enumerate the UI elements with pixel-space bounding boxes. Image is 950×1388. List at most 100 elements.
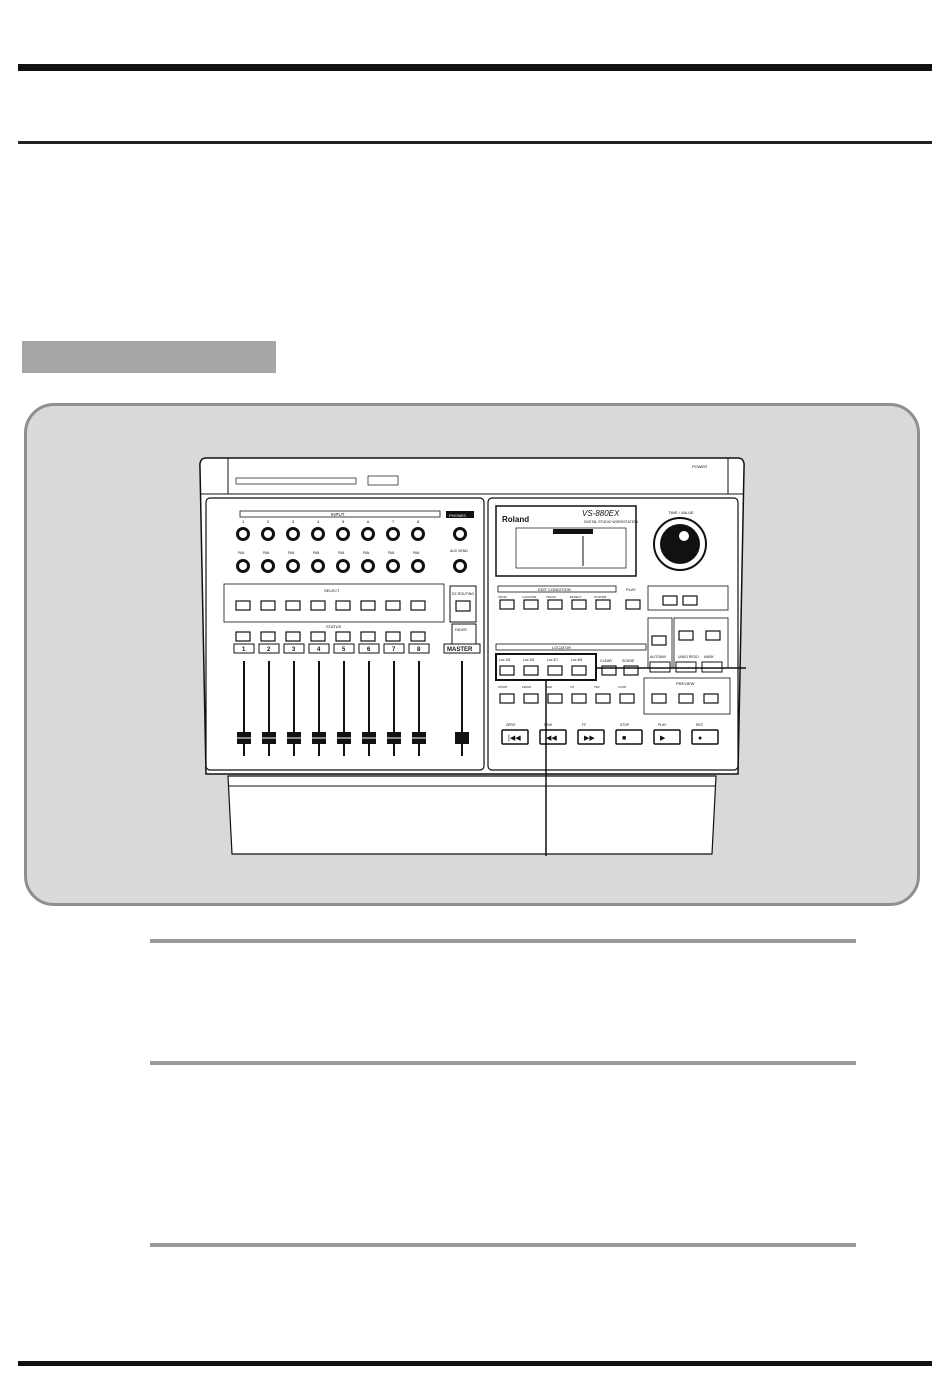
edit-row-button bbox=[595, 693, 611, 704]
transport-label: PLAY bbox=[658, 723, 667, 727]
channel-number: 8 bbox=[417, 647, 421, 653]
input-channel-number: 3 bbox=[292, 519, 295, 524]
edit-condition-key-label: LOCATOR bbox=[522, 595, 537, 599]
undo-redo-label: UNDO REDO bbox=[678, 655, 699, 659]
input-channel-number: 8 bbox=[417, 519, 420, 524]
select-button bbox=[335, 600, 351, 611]
transport-glyph: ◀◀ bbox=[546, 735, 557, 742]
edit-row-button bbox=[619, 693, 635, 704]
section-heading-bar bbox=[22, 341, 276, 373]
pan-label: PAN bbox=[238, 551, 245, 555]
pan-label: PAN bbox=[338, 551, 345, 555]
status-button bbox=[410, 631, 426, 642]
edit-condition-key-label: SONG bbox=[498, 595, 508, 599]
channel-number-box bbox=[233, 643, 255, 654]
channel-number: 3 bbox=[292, 647, 296, 653]
automix-label: AUTOMIX bbox=[650, 655, 667, 659]
channel-number: 4 bbox=[317, 647, 321, 653]
edit-condition-button bbox=[571, 599, 587, 610]
locator-button-label: Loc 1/5 bbox=[499, 658, 510, 662]
input-channel-number: 5 bbox=[342, 519, 345, 524]
gain-knob-cap bbox=[364, 530, 372, 538]
aux-send-label: AUX SEND bbox=[450, 549, 468, 553]
transport-glyph: ● bbox=[698, 735, 702, 742]
edit-condition-label: EDIT CONDITION bbox=[538, 587, 571, 592]
transport-label: FF bbox=[582, 723, 586, 727]
select-button bbox=[410, 600, 426, 611]
ez-routing-label: EZ ROUTING bbox=[452, 592, 474, 596]
edit-row-button bbox=[571, 693, 587, 704]
brand-label: Roland bbox=[502, 515, 529, 524]
phones-label: PHONES bbox=[449, 513, 466, 518]
locator-button-label: Loc 3/7 bbox=[547, 658, 558, 662]
status-button bbox=[360, 631, 376, 642]
pan-label: PAN bbox=[363, 551, 370, 555]
gain-knob-cap bbox=[264, 530, 272, 538]
channel-number-box bbox=[333, 643, 355, 654]
channel-number: 7 bbox=[392, 647, 396, 653]
play-display-button bbox=[625, 599, 641, 610]
edit-condition-button bbox=[523, 599, 539, 610]
status-button bbox=[235, 631, 251, 642]
locator-button bbox=[547, 665, 563, 676]
channel-number-box bbox=[358, 643, 380, 654]
select-button bbox=[285, 600, 301, 611]
select-button bbox=[360, 600, 376, 611]
pan-label: PAN bbox=[313, 551, 320, 555]
edit-row-button bbox=[499, 693, 515, 704]
select-button bbox=[385, 600, 401, 611]
power-label: POWER bbox=[692, 464, 707, 469]
time-value-label: TIME / VALUE bbox=[668, 510, 694, 515]
transport-button bbox=[615, 729, 643, 745]
channel-number-box bbox=[258, 643, 280, 654]
clear-label: CLEAR bbox=[600, 659, 612, 663]
pan-label: PAN bbox=[413, 551, 420, 555]
edit-row-label: END bbox=[546, 685, 553, 689]
phones-knob-cap bbox=[456, 530, 464, 538]
transport-button bbox=[653, 729, 681, 745]
pan-knob-cap bbox=[339, 562, 347, 570]
gain-knob-cap bbox=[289, 530, 297, 538]
edit-condition-key-label: EFFECT bbox=[570, 595, 582, 599]
pan-knob-cap bbox=[264, 562, 272, 570]
pan-knob-cap bbox=[314, 562, 322, 570]
channel-number: 5 bbox=[342, 647, 346, 653]
transport-button bbox=[691, 729, 719, 745]
locator-button bbox=[523, 665, 539, 676]
channel-number: 1 bbox=[242, 647, 246, 653]
header-rule-thin bbox=[18, 141, 932, 144]
select-buttons bbox=[235, 600, 426, 611]
edit-row-label: TAP bbox=[594, 685, 600, 689]
separator-rule-3 bbox=[150, 1243, 856, 1247]
gain-knob-cap bbox=[339, 530, 347, 538]
edit-condition-key-label: TRACK bbox=[546, 595, 556, 599]
input-channel-number: 2 bbox=[267, 519, 270, 524]
channel-number: 6 bbox=[367, 647, 371, 653]
input-channel-number: 4 bbox=[317, 519, 320, 524]
channel-number-box bbox=[408, 643, 430, 654]
input-channel-number: 6 bbox=[367, 519, 370, 524]
status-button bbox=[385, 631, 401, 642]
transport-label: ZERO bbox=[506, 723, 516, 727]
channel-number-box bbox=[283, 643, 305, 654]
footer-rule bbox=[18, 1361, 932, 1366]
edit-row-label: FROM bbox=[522, 685, 531, 689]
fader-label: FADER bbox=[455, 628, 467, 632]
edit-condition-button bbox=[499, 599, 515, 610]
transport-label: REC bbox=[696, 723, 704, 727]
status-button bbox=[285, 631, 301, 642]
preview-label: PREVIEW bbox=[676, 681, 695, 686]
edit-condition-button bbox=[595, 599, 611, 610]
locator-label: LOCATOR bbox=[552, 645, 571, 650]
model-subtitle: DIGITAL STUDIO WORKSTATION bbox=[584, 520, 638, 524]
transport-label: REW bbox=[544, 723, 553, 727]
edit-condition-button bbox=[547, 599, 563, 610]
gain-knob-cap bbox=[239, 530, 247, 538]
separator-rule-2 bbox=[150, 1061, 856, 1065]
input-channel-number: 1 bbox=[242, 519, 245, 524]
locator-button bbox=[571, 665, 587, 676]
